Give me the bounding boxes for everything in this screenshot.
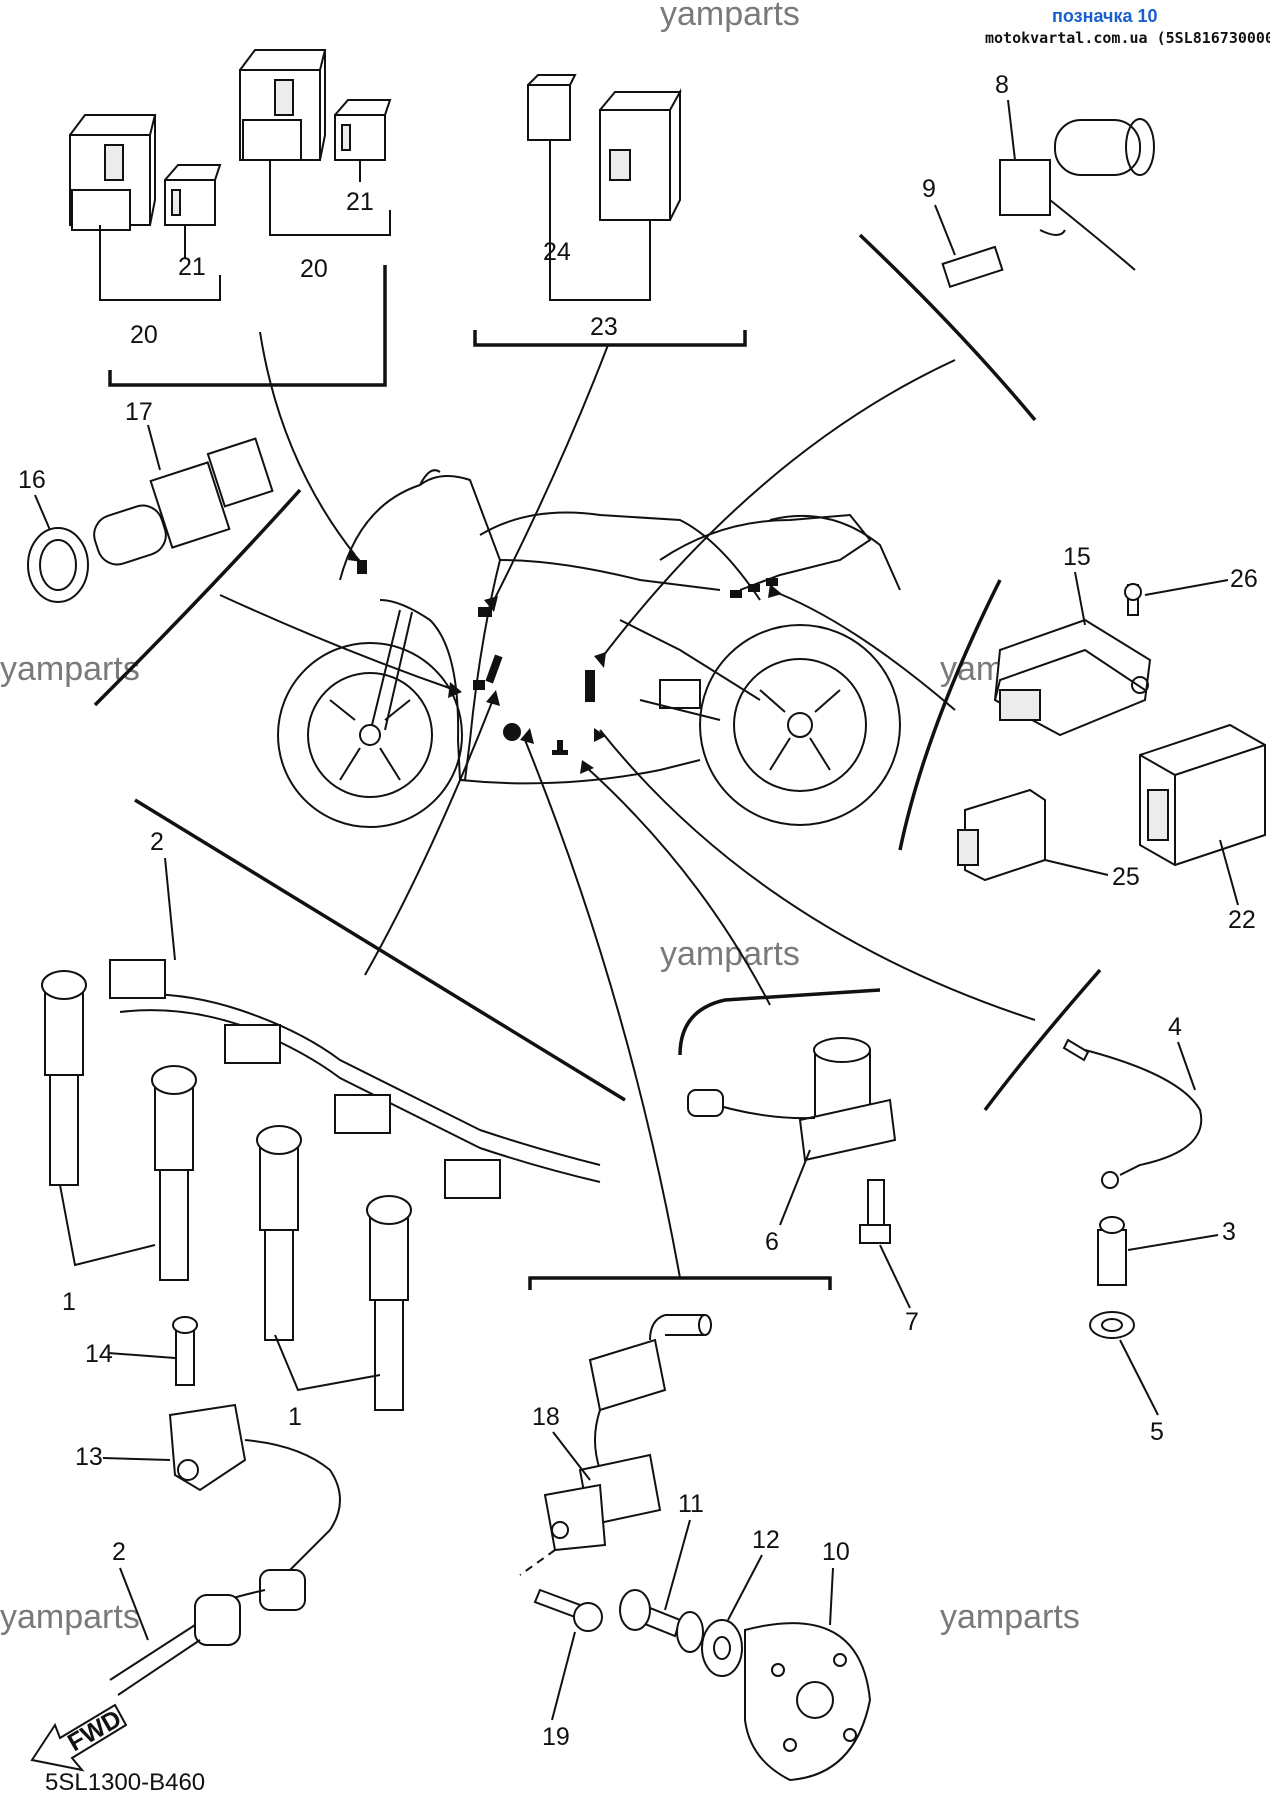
- callout-13: 13: [75, 1443, 103, 1471]
- bolt-11: [619, 1589, 704, 1653]
- callout-numbers: 20 21 20 21 24 23 8 9 17 16 15 26 25 22 …: [18, 71, 1258, 1751]
- bracket-1-upper: [59, 1184, 156, 1267]
- rotor-10: [744, 1622, 872, 1782]
- callout-leaders: [34, 99, 1239, 1721]
- watermark: yamparts: [660, 935, 800, 973]
- callout-1-lower: 1: [288, 1403, 302, 1431]
- relay-assembly-23: [527, 74, 682, 221]
- diagram-source: motokvartal.com.ua (5SL816730000): [985, 29, 1270, 47]
- callout-5: 5: [1150, 1418, 1164, 1446]
- callout-2-upper: 2: [150, 828, 164, 856]
- diagram-tag: позначка 10: [1052, 6, 1158, 26]
- bracket-23: [549, 140, 651, 301]
- callout-8: 8: [995, 71, 1009, 99]
- ignition-coil-1: [41, 970, 412, 1411]
- diagram-code: 5SL1300-B460: [45, 1769, 205, 1796]
- callout-6: 6: [765, 1228, 779, 1256]
- bracket-1-lower: [274, 1334, 381, 1392]
- callout-17: 17: [125, 398, 153, 426]
- callout-26: 26: [1230, 565, 1258, 593]
- callout-23: 23: [590, 313, 618, 341]
- callout-18: 18: [532, 1403, 560, 1431]
- callout-10: 10: [822, 1538, 850, 1566]
- washer-12: [701, 1619, 743, 1677]
- sensor-6: [687, 1037, 897, 1244]
- callout-20-left: 20: [130, 321, 158, 349]
- callout-11: 11: [678, 1490, 704, 1518]
- module-25: [957, 788, 1046, 882]
- watermark: yamparts: [0, 1598, 140, 1636]
- module-15: [993, 583, 1152, 737]
- lead-4: [1062, 1038, 1203, 1189]
- watermark: yamparts: [660, 0, 800, 33]
- module-22: [1139, 723, 1266, 867]
- callout-1-upper: 1: [62, 1288, 76, 1316]
- sensor-17: [27, 437, 274, 603]
- motorcycle-outline: [277, 469, 901, 828]
- relay-assembly-20-left: [69, 114, 222, 231]
- callout-19: 19: [542, 1723, 570, 1751]
- callout-25: 25: [1112, 863, 1140, 891]
- relay-assembly-20-right: [239, 49, 392, 161]
- fwd-label: FWD: [63, 1704, 126, 1757]
- sensor-13: [109, 1316, 341, 1696]
- callout-12: 12: [752, 1526, 780, 1554]
- watermark: yamparts: [940, 1598, 1080, 1636]
- bracket-20-left: [99, 225, 221, 301]
- fwd-arrow-icon: FWD: [30, 1703, 128, 1772]
- callout-15: 15: [1063, 543, 1091, 571]
- callout-9: 9: [922, 175, 936, 203]
- sensor-18: [519, 1314, 712, 1576]
- callout-7: 7: [905, 1308, 919, 1336]
- wiring-harness-2: [109, 959, 601, 1199]
- bracket-20-right: [269, 160, 391, 236]
- callout-4: 4: [1168, 1013, 1182, 1041]
- switch-3: [1089, 1216, 1135, 1339]
- callout-21-left: 21: [178, 253, 206, 281]
- callout-20-right: 20: [300, 255, 328, 283]
- callout-21-right: 21: [346, 188, 374, 216]
- bolt-19: [533, 1588, 603, 1632]
- callout-22: 22: [1228, 906, 1256, 934]
- callout-3: 3: [1222, 1218, 1236, 1246]
- leader-lines: [93, 233, 1102, 1290]
- callout-24: 24: [543, 238, 571, 266]
- sensor-8: [941, 118, 1155, 289]
- callout-16: 16: [18, 466, 46, 494]
- callout-2-lower: 2: [112, 1538, 126, 1566]
